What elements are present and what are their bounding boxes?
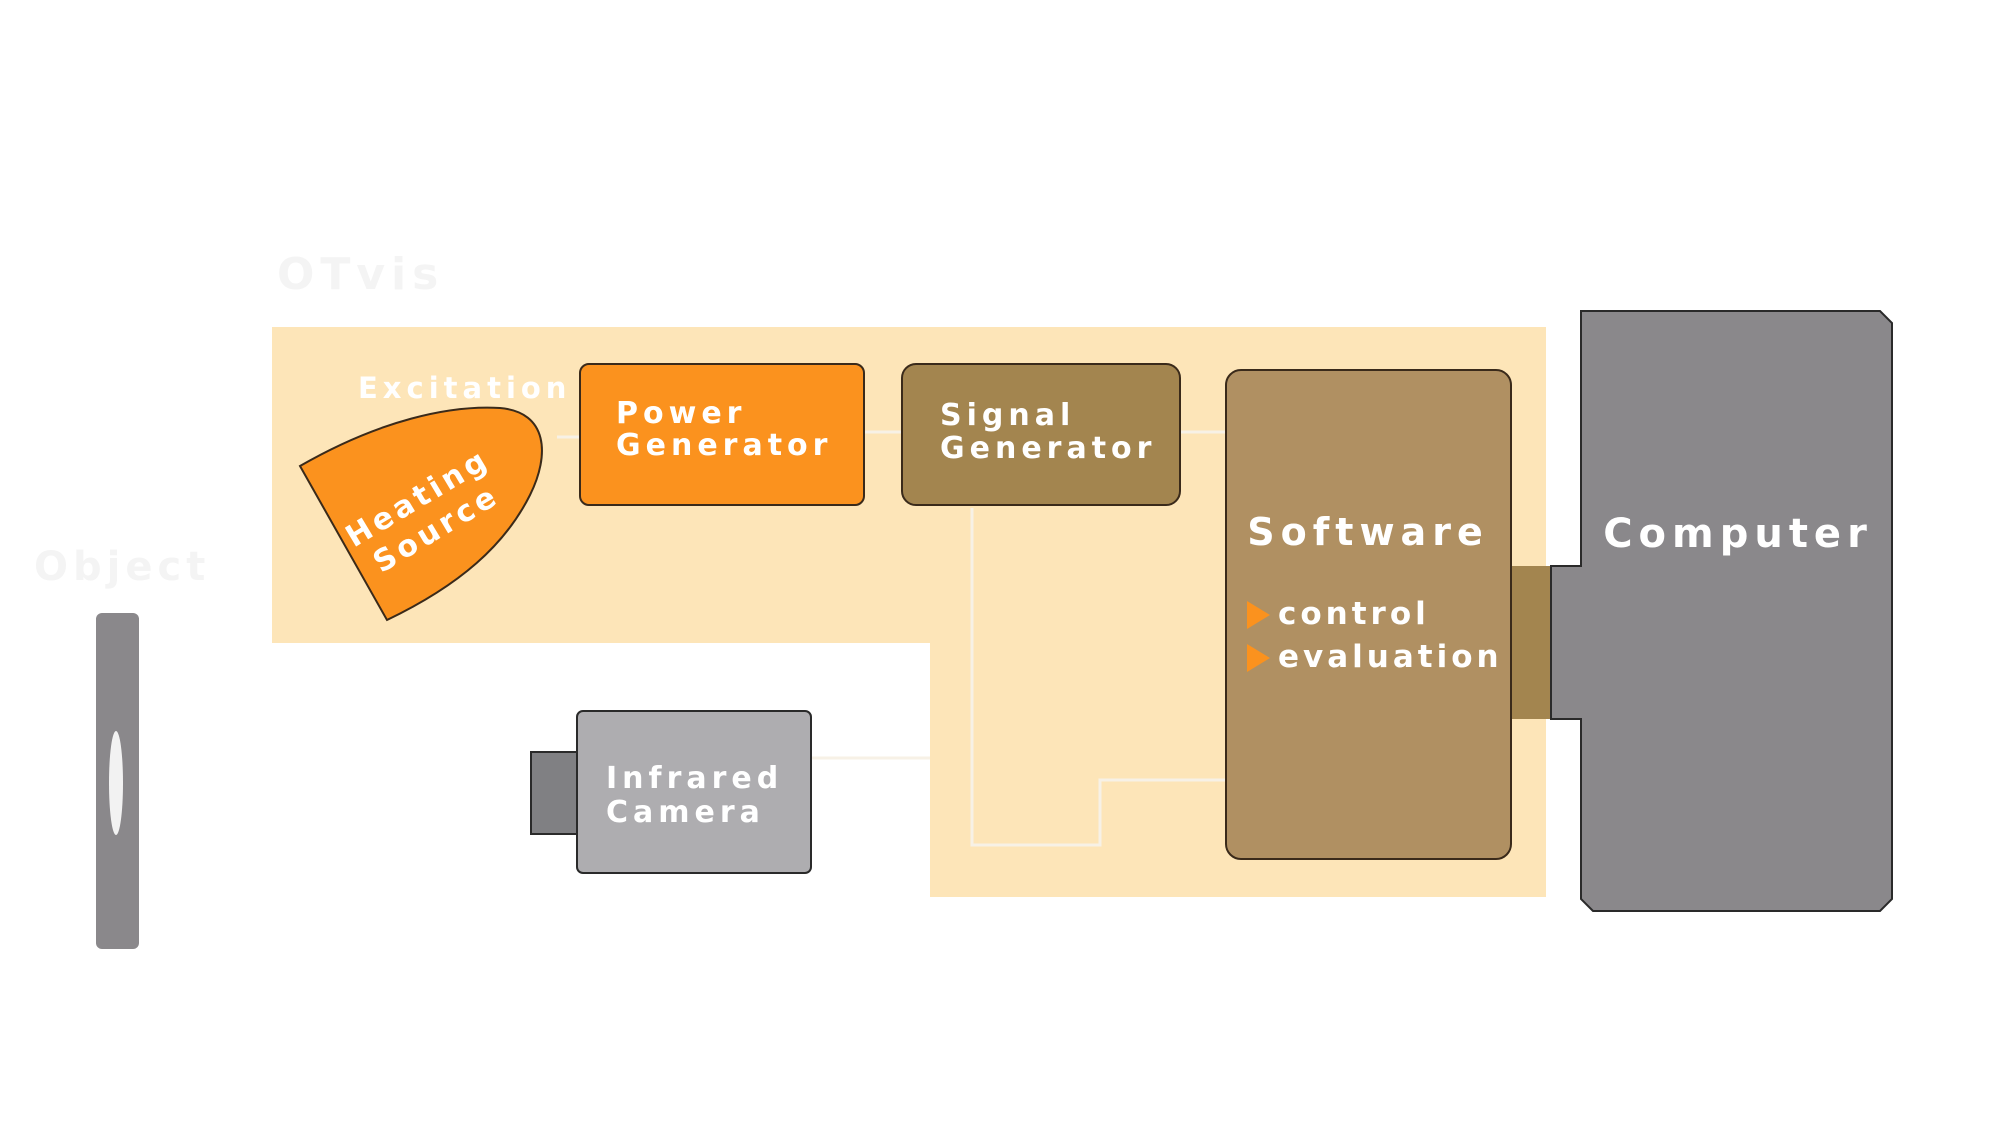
software-computer-connector [1505, 566, 1550, 719]
signal-generator-line-2: Generator [940, 431, 1156, 466]
computer-title: Computer [1603, 511, 1873, 557]
object-specimen [96, 613, 139, 949]
computer-box: Computer [1550, 310, 1893, 912]
power-generator: Power Generator [579, 363, 865, 506]
zone-label: OTvis [277, 249, 444, 300]
control-bullet-icon [1247, 601, 1270, 629]
signal-generator-line-1: Signal [940, 398, 1075, 433]
infrared-camera-line-2: Camera [606, 795, 765, 830]
infrared-camera-line-1: Infrared [606, 761, 783, 796]
software-title: Software [1247, 510, 1488, 554]
software-item-control: control [1278, 596, 1430, 632]
evaluation-bullet-icon [1247, 644, 1270, 672]
signal-generator: Signal Generator [901, 363, 1181, 506]
object-label: Object [34, 544, 210, 590]
excitation-label: Excitation [358, 371, 571, 405]
connector-lines [557, 430, 1226, 847]
infrared-camera: Infrared Camera [530, 710, 812, 874]
power-generator-line-1: Power [616, 396, 746, 431]
camera-lens [530, 751, 580, 835]
heating-source: Heating Source [298, 406, 543, 622]
software-box: Software control evaluation [1225, 369, 1512, 860]
software-item-evaluation: evaluation [1278, 639, 1503, 675]
power-generator-line-2: Generator [616, 428, 832, 463]
